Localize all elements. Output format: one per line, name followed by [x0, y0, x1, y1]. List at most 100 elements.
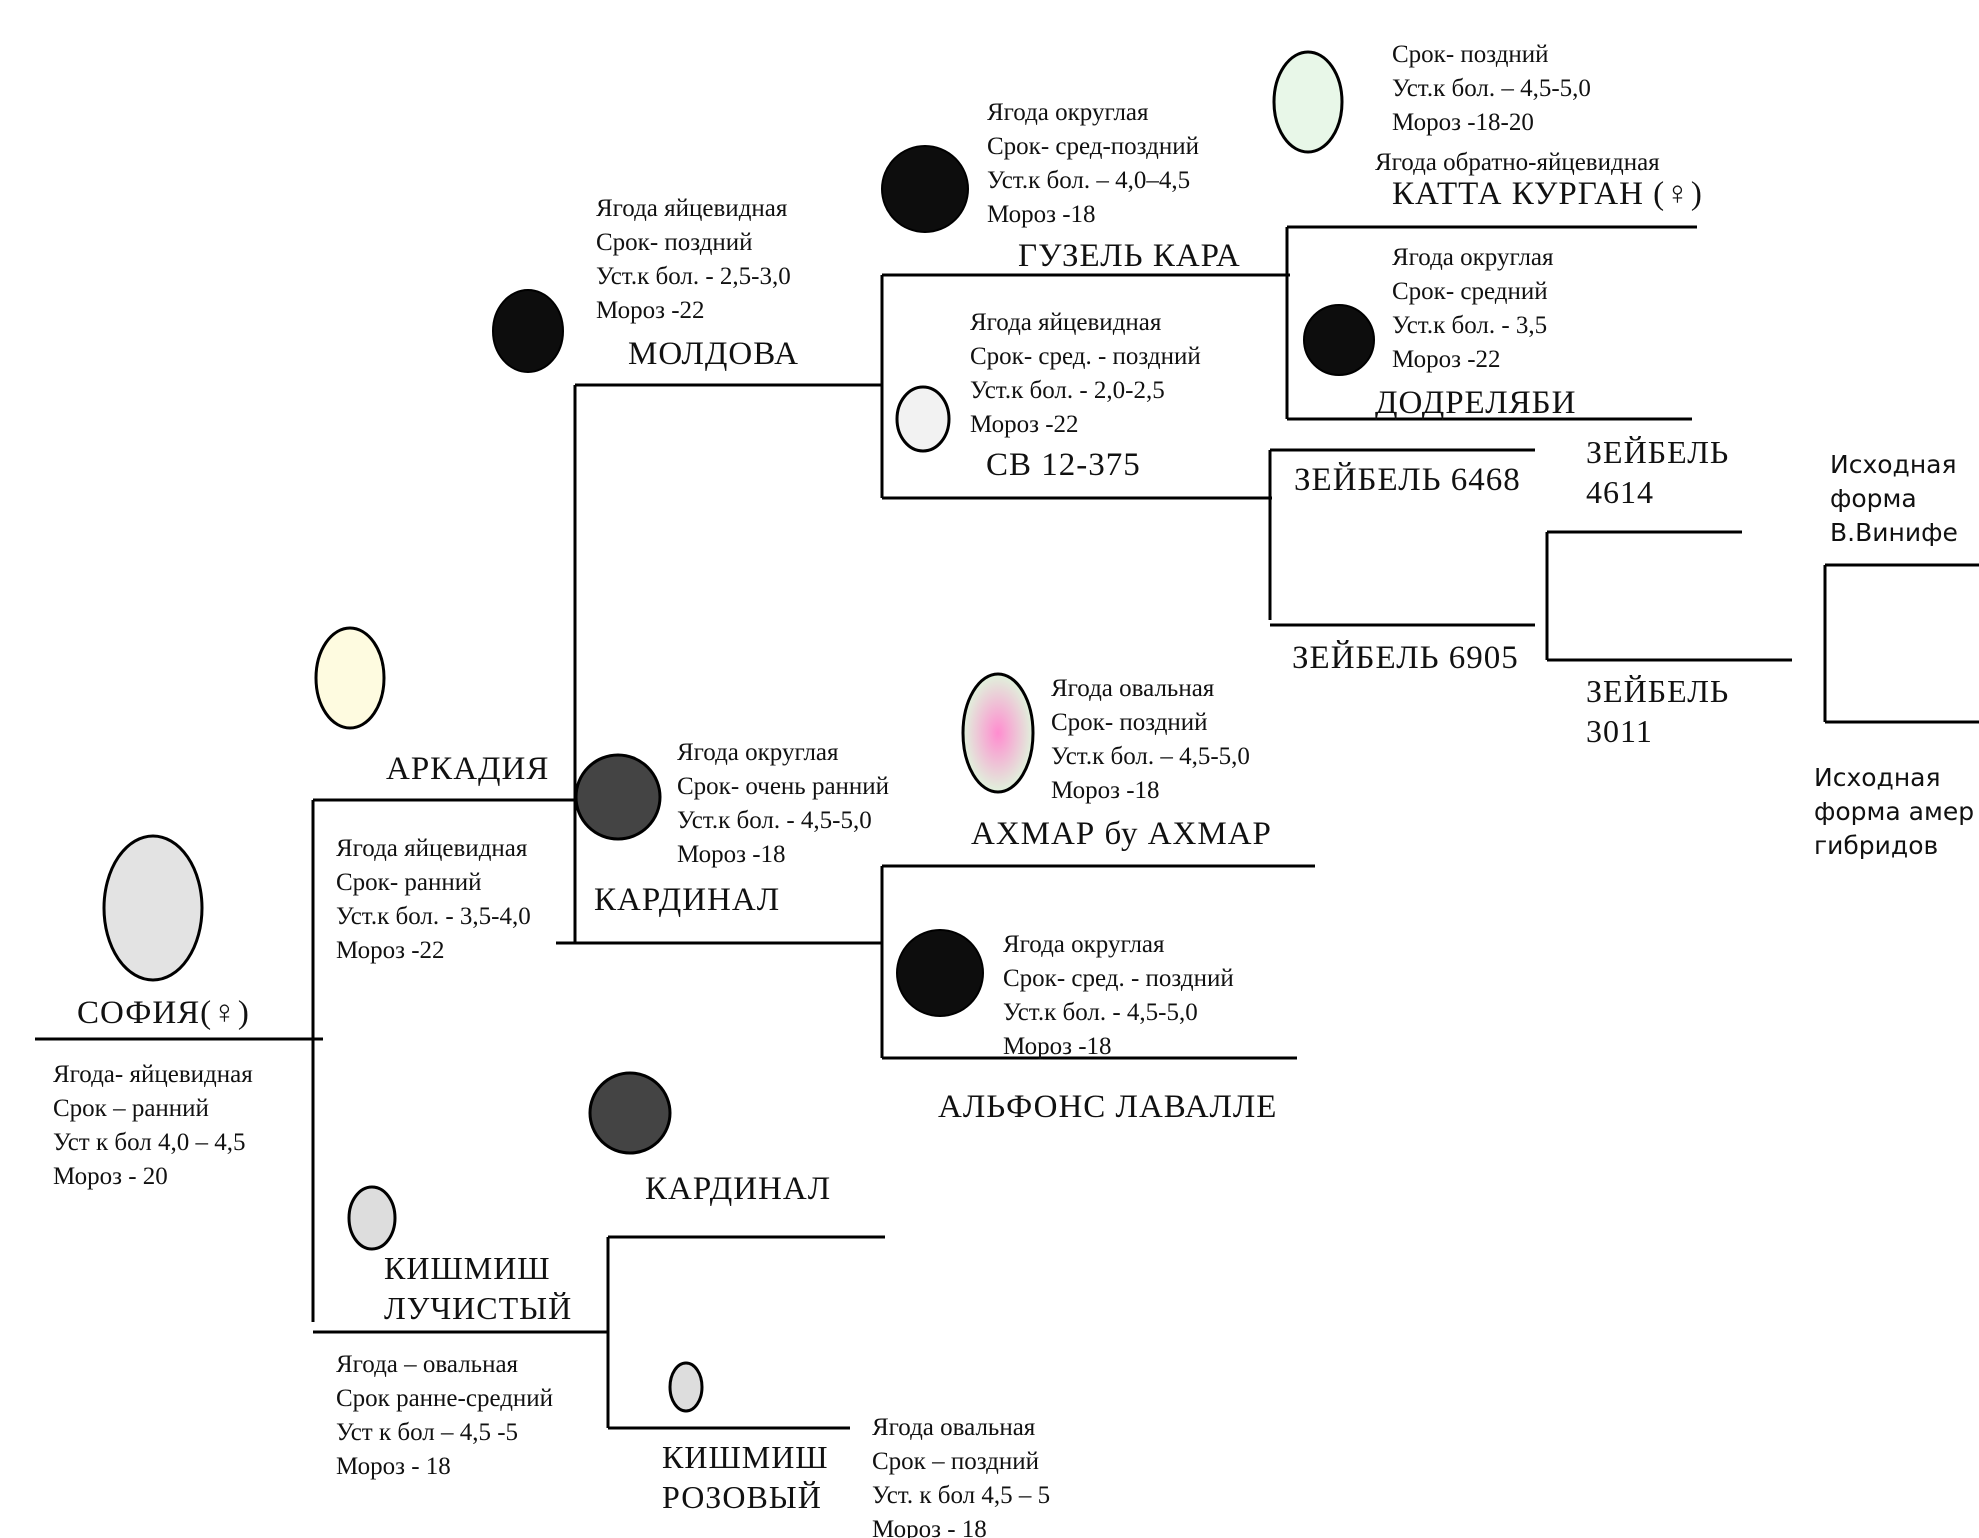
variety-desc-kardinal: Ягода округлая Срок- очень ранний Уст.к …	[677, 736, 889, 872]
name-line: 3011	[1586, 713, 1653, 749]
berry-kishmish-luch-icon	[347, 1185, 397, 1251]
desc-line: Уст.к бол. - 2,5-3,0	[596, 263, 791, 290]
desc-line: Мороз -18	[1003, 1033, 1112, 1060]
name-line: 4614	[1586, 474, 1654, 510]
note-american-source: Исходная форма амер гибридов	[1814, 761, 1974, 863]
name-line: КИШМИШ	[662, 1439, 829, 1475]
desc-line: Уст. к бол 4,5 – 5	[872, 1482, 1051, 1509]
note-line: Исходная	[1830, 450, 1957, 479]
desc-line: Срок – поздний	[872, 1448, 1039, 1475]
variety-name-alfons: АЛЬФОНС ЛАВАЛЛЕ	[938, 1089, 1278, 1125]
desc-line: Ягода яйцевидная	[970, 309, 1162, 336]
berry-alfons-icon	[896, 929, 984, 1017]
desc-line: Ягода овальная	[1051, 675, 1215, 702]
note-line: форма амер	[1814, 797, 1975, 826]
berry-kardinal2-icon	[588, 1071, 672, 1155]
variety-name-kishmish-roz: КИШМИШ РОЗОВЫЙ	[662, 1437, 829, 1517]
variety-name-seibel-3011: ЗЕЙБЕЛЬ 3011	[1586, 671, 1729, 751]
variety-desc-sofia: Ягода- яйцевидная Срок – ранний Уст к бо…	[53, 1058, 253, 1194]
berry-arkadia-icon	[314, 626, 386, 730]
desc-line: Уст.к бол. - 2,0-2,5	[970, 377, 1165, 404]
desc-line: Срок- сред-поздний	[987, 133, 1199, 160]
variety-name-akhmar: АХМАР бу АХМАР	[971, 816, 1272, 852]
name-line: ЛУЧИСТЫЙ	[384, 1290, 573, 1326]
desc-line: Мороз -22	[1392, 346, 1501, 373]
desc-line: Мороз -22	[596, 297, 705, 324]
variety-name-seibel-4614: ЗЕЙБЕЛЬ 4614	[1586, 432, 1729, 512]
variety-name-arkadia: АРКАДИЯ	[386, 751, 550, 787]
berry-akhmar-icon	[961, 672, 1035, 794]
desc-line: Уст.к бол. – 4,5-5,0	[1051, 743, 1250, 770]
desc-line: Уст к бол – 4,5 -5	[336, 1419, 519, 1446]
desc-line: Срок- сред. - поздний	[1003, 965, 1234, 992]
variety-name-moldova: МОЛДОВА	[628, 336, 800, 372]
variety-desc-moldova: Ягода яйцевидная Срок- поздний Уст.к бол…	[596, 192, 791, 328]
desc-line: Уст.к бол. - 3,5	[1392, 312, 1548, 339]
variety-name-kishmish-luch: КИШМИШ ЛУЧИСТЫЙ	[384, 1248, 572, 1328]
desc-line: Мороз -18	[1051, 777, 1160, 804]
variety-name-sv: СВ 12-375	[986, 447, 1141, 483]
desc-line: Мороз -22	[336, 937, 445, 964]
desc-line: Ягода овальная	[872, 1414, 1036, 1441]
variety-desc-akhmar: Ягода овальная Срок- поздний Уст.к бол. …	[1051, 672, 1250, 808]
berry-sv-icon	[895, 385, 951, 453]
berry-kardinal-icon	[574, 753, 662, 841]
desc-line: Срок- поздний	[1051, 709, 1208, 736]
berry-kishmish-roz-icon	[668, 1361, 704, 1413]
desc-line: Мороз - 20	[53, 1163, 168, 1190]
note-vinifera-source: Исходная форма В.Винифе	[1830, 448, 1958, 550]
desc-line: Ягода округлая	[1392, 244, 1554, 271]
desc-line: Уст.к бол. - 4,5-5,0	[677, 807, 872, 834]
variety-name-sofia: СОФИЯ(♀)	[77, 995, 250, 1031]
name-line: ЗЕЙБЕЛЬ	[1586, 434, 1730, 470]
note-line: В.Винифе	[1830, 518, 1958, 547]
desc-line: Срок- поздний	[1392, 41, 1549, 68]
desc-line: Ягода округлая	[987, 99, 1149, 126]
variety-name-guzel-kara: ГУЗЕЛЬ КАРА	[1018, 238, 1241, 274]
desc-line: Уст.к бол. - 4,5-5,0	[1003, 999, 1198, 1026]
desc-line: Мороз -18	[677, 841, 786, 868]
variety-desc-kishmish-luch: Ягода – овальная Срок ранне-средний Уст …	[336, 1348, 553, 1484]
variety-desc-alfons: Ягода округлая Срок- сред. - поздний Уст…	[1003, 928, 1234, 1064]
variety-name-seibel-6905: ЗЕЙБЕЛЬ 6905	[1292, 640, 1519, 676]
desc-line: Ягода округлая	[1003, 931, 1165, 958]
desc-line: Мороз -22	[970, 411, 1079, 438]
name-line: КИШМИШ	[384, 1250, 551, 1286]
variety-name-kardinal-2: КАРДИНАЛ	[645, 1171, 832, 1207]
desc-line: Срок- ранний	[336, 869, 482, 896]
berry-guzel-kara-icon	[881, 145, 969, 233]
variety-desc-katta-kurgan: Срок- поздний Уст.к бол. – 4,5-5,0 Мороз…	[1392, 38, 1591, 140]
desc-line: Ягода округлая	[677, 739, 839, 766]
note-line: Исходная	[1814, 763, 1941, 792]
variety-name-seibel-6468: ЗЕЙБЕЛЬ 6468	[1294, 462, 1521, 498]
name-line: ЗЕЙБЕЛЬ	[1586, 673, 1730, 709]
desc-line: Ягода яйцевидная	[596, 195, 788, 222]
desc-line: Мороз - 18	[872, 1516, 987, 1538]
desc-line: Срок – ранний	[53, 1095, 209, 1122]
variety-desc-kishmish-roz: Ягода овальная Срок – поздний Уст. к бол…	[872, 1411, 1050, 1538]
desc-line: Срок- поздний	[596, 229, 753, 256]
variety-desc-dodrelyabi: Ягода округлая Срок- средний Уст.к бол. …	[1392, 241, 1554, 377]
desc-line: Срок- сред. - поздний	[970, 343, 1201, 370]
variety-berry-katta-kurgan: Ягода обратно-яйцевидная	[1375, 149, 1660, 176]
note-line: форма	[1830, 484, 1917, 513]
variety-desc-arkadia: Ягода яйцевидная Срок- ранний Уст.к бол.…	[336, 832, 531, 968]
desc-line: Ягода- яйцевидная	[53, 1061, 253, 1088]
berry-sofia-icon	[102, 834, 204, 982]
desc-line: Мороз - 18	[336, 1453, 451, 1480]
desc-line: Ягода яйцевидная	[336, 835, 528, 862]
variety-name-kardinal: КАРДИНАЛ	[594, 882, 781, 918]
desc-line: Мороз -18	[987, 201, 1096, 228]
desc-line: Срок- средний	[1392, 278, 1548, 305]
desc-line: Уст.к бол. - 3,5-4,0	[336, 903, 531, 930]
variety-name-katta-kurgan: КАТТА КУРГАН (♀)	[1392, 176, 1703, 212]
note-line: гибридов	[1814, 831, 1939, 860]
desc-line: Уст к бол 4,0 – 4,5	[53, 1129, 246, 1156]
berry-moldova-icon	[492, 289, 564, 373]
berry-katta-kurgan-icon	[1272, 50, 1344, 154]
desc-line: Срок- очень ранний	[677, 773, 890, 800]
variety-desc-sv: Ягода яйцевидная Срок- сред. - поздний У…	[970, 306, 1201, 442]
desc-line: Мороз -18-20	[1392, 109, 1534, 136]
desc-line: Уст.к бол. – 4,5-5,0	[1392, 75, 1591, 102]
